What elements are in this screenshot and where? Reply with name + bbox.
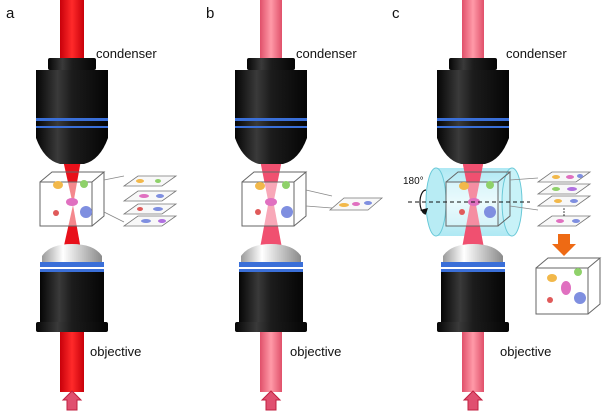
- cell: [486, 181, 494, 189]
- optical-section-stack: [122, 175, 178, 227]
- beam-top: [462, 0, 484, 60]
- beam-bottom: [260, 330, 282, 392]
- condenser-lens: [36, 58, 108, 164]
- cell: [459, 209, 465, 215]
- cell: [459, 182, 469, 190]
- cell: [484, 206, 496, 218]
- projection-stack: [536, 171, 592, 227]
- cell: [547, 297, 553, 303]
- cell: [265, 198, 277, 206]
- rotation-arrow-icon: [419, 189, 427, 215]
- cell: [282, 181, 290, 189]
- beam-top: [60, 0, 84, 60]
- objective-label: objective: [500, 344, 551, 359]
- focus-cone-upper: [260, 160, 282, 200]
- panel-a: a: [6, 0, 178, 411]
- cell: [255, 182, 265, 190]
- cell: [80, 180, 88, 188]
- beam-bottom: [60, 330, 84, 392]
- objective-lens: [36, 244, 108, 332]
- beam-bottom: [462, 330, 484, 392]
- cell: [255, 209, 261, 215]
- cell: [574, 268, 582, 276]
- cell: [281, 206, 293, 218]
- beam-top: [260, 0, 282, 60]
- light-input-arrow-icon: [260, 390, 282, 411]
- condenser-label: condenser: [96, 46, 157, 61]
- cell: [66, 198, 78, 206]
- panel-a-letter: a: [6, 5, 15, 22]
- focus-cone-upper: [462, 160, 484, 200]
- cell: [53, 181, 63, 189]
- condenser-lens: [235, 58, 307, 164]
- specimen-box: [39, 171, 106, 227]
- ellipsis-dots: [563, 208, 565, 216]
- panel-b-letter: b: [206, 5, 214, 22]
- panel-b: b: [206, 0, 384, 411]
- objective-label: objective: [290, 344, 341, 359]
- panel-c: c: [392, 0, 602, 411]
- rotation-angle-label: 180°: [403, 176, 424, 187]
- focus-cone-lower: [63, 205, 81, 250]
- objective-lens: [235, 244, 307, 332]
- condenser-label: condenser: [296, 46, 357, 61]
- condenser-lens: [437, 58, 509, 164]
- objective-label: objective: [90, 344, 141, 359]
- cell: [547, 274, 557, 282]
- single-optical-section: [328, 197, 384, 211]
- condenser-label: condenser: [506, 46, 567, 61]
- reconstruction-arrow-icon: [552, 234, 576, 256]
- cell: [574, 292, 586, 304]
- light-input-arrow-icon: [61, 390, 83, 411]
- cell: [53, 210, 59, 216]
- panel-c-letter: c: [392, 5, 400, 22]
- cell: [80, 206, 92, 218]
- cell: [561, 281, 571, 295]
- objective-lens: [437, 244, 509, 332]
- light-input-arrow-icon: [462, 390, 484, 411]
